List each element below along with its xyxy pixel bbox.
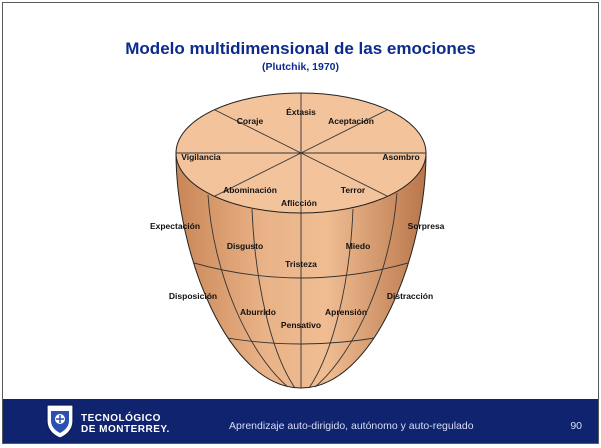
label-disposicion: Disposición: [169, 291, 217, 301]
label-aburrido: Aburrido: [240, 307, 276, 317]
logo-wordmark: TECNOLÓGICO DE MONTERREY.: [81, 413, 170, 435]
label-pensativo: Pensativo: [281, 320, 321, 330]
page-number: 90: [570, 420, 582, 432]
logo-line-2: DE MONTERREY.: [81, 424, 170, 435]
tec-logo: [46, 404, 74, 439]
footer-text: Aprendizaje auto-dirigido, autónomo y au…: [229, 420, 474, 432]
label-sorpresa: Sorpresa: [408, 221, 445, 231]
slide-subtitle: (Plutchik, 1970): [261, 61, 340, 73]
label-abominacion: Abominación: [223, 185, 277, 195]
label-aceptacion: Aceptación: [328, 116, 374, 126]
label-expectacion: Expectación: [150, 221, 200, 231]
label-asombro: Asombro: [382, 152, 419, 162]
logo-line-1: TECNOLÓGICO: [81, 413, 161, 424]
top-spokes: [176, 93, 426, 213]
label-terror: Terror: [341, 185, 366, 195]
label-disgusto: Disgusto: [227, 241, 263, 251]
label-afliccion: Aflicción: [281, 198, 317, 208]
emotion-cone-diagram: Éxtasis Aceptación Asombro Terror Aflicc…: [150, 92, 445, 389]
shield-icon: [46, 404, 74, 439]
label-distraccion: Distracción: [387, 291, 433, 301]
sector-lines: [207, 192, 398, 389]
label-extasis: Éxtasis: [286, 107, 316, 117]
label-vigilancia: Vigilancia: [181, 152, 221, 162]
label-tristeza: Tristeza: [285, 259, 317, 269]
footer-bar: [3, 399, 598, 443]
label-coraje: Coraje: [237, 116, 264, 126]
label-aprension: Aprensión: [325, 307, 367, 317]
slide-title: Modelo multidimensional de las emociones: [125, 39, 476, 58]
label-miedo: Miedo: [346, 241, 371, 251]
